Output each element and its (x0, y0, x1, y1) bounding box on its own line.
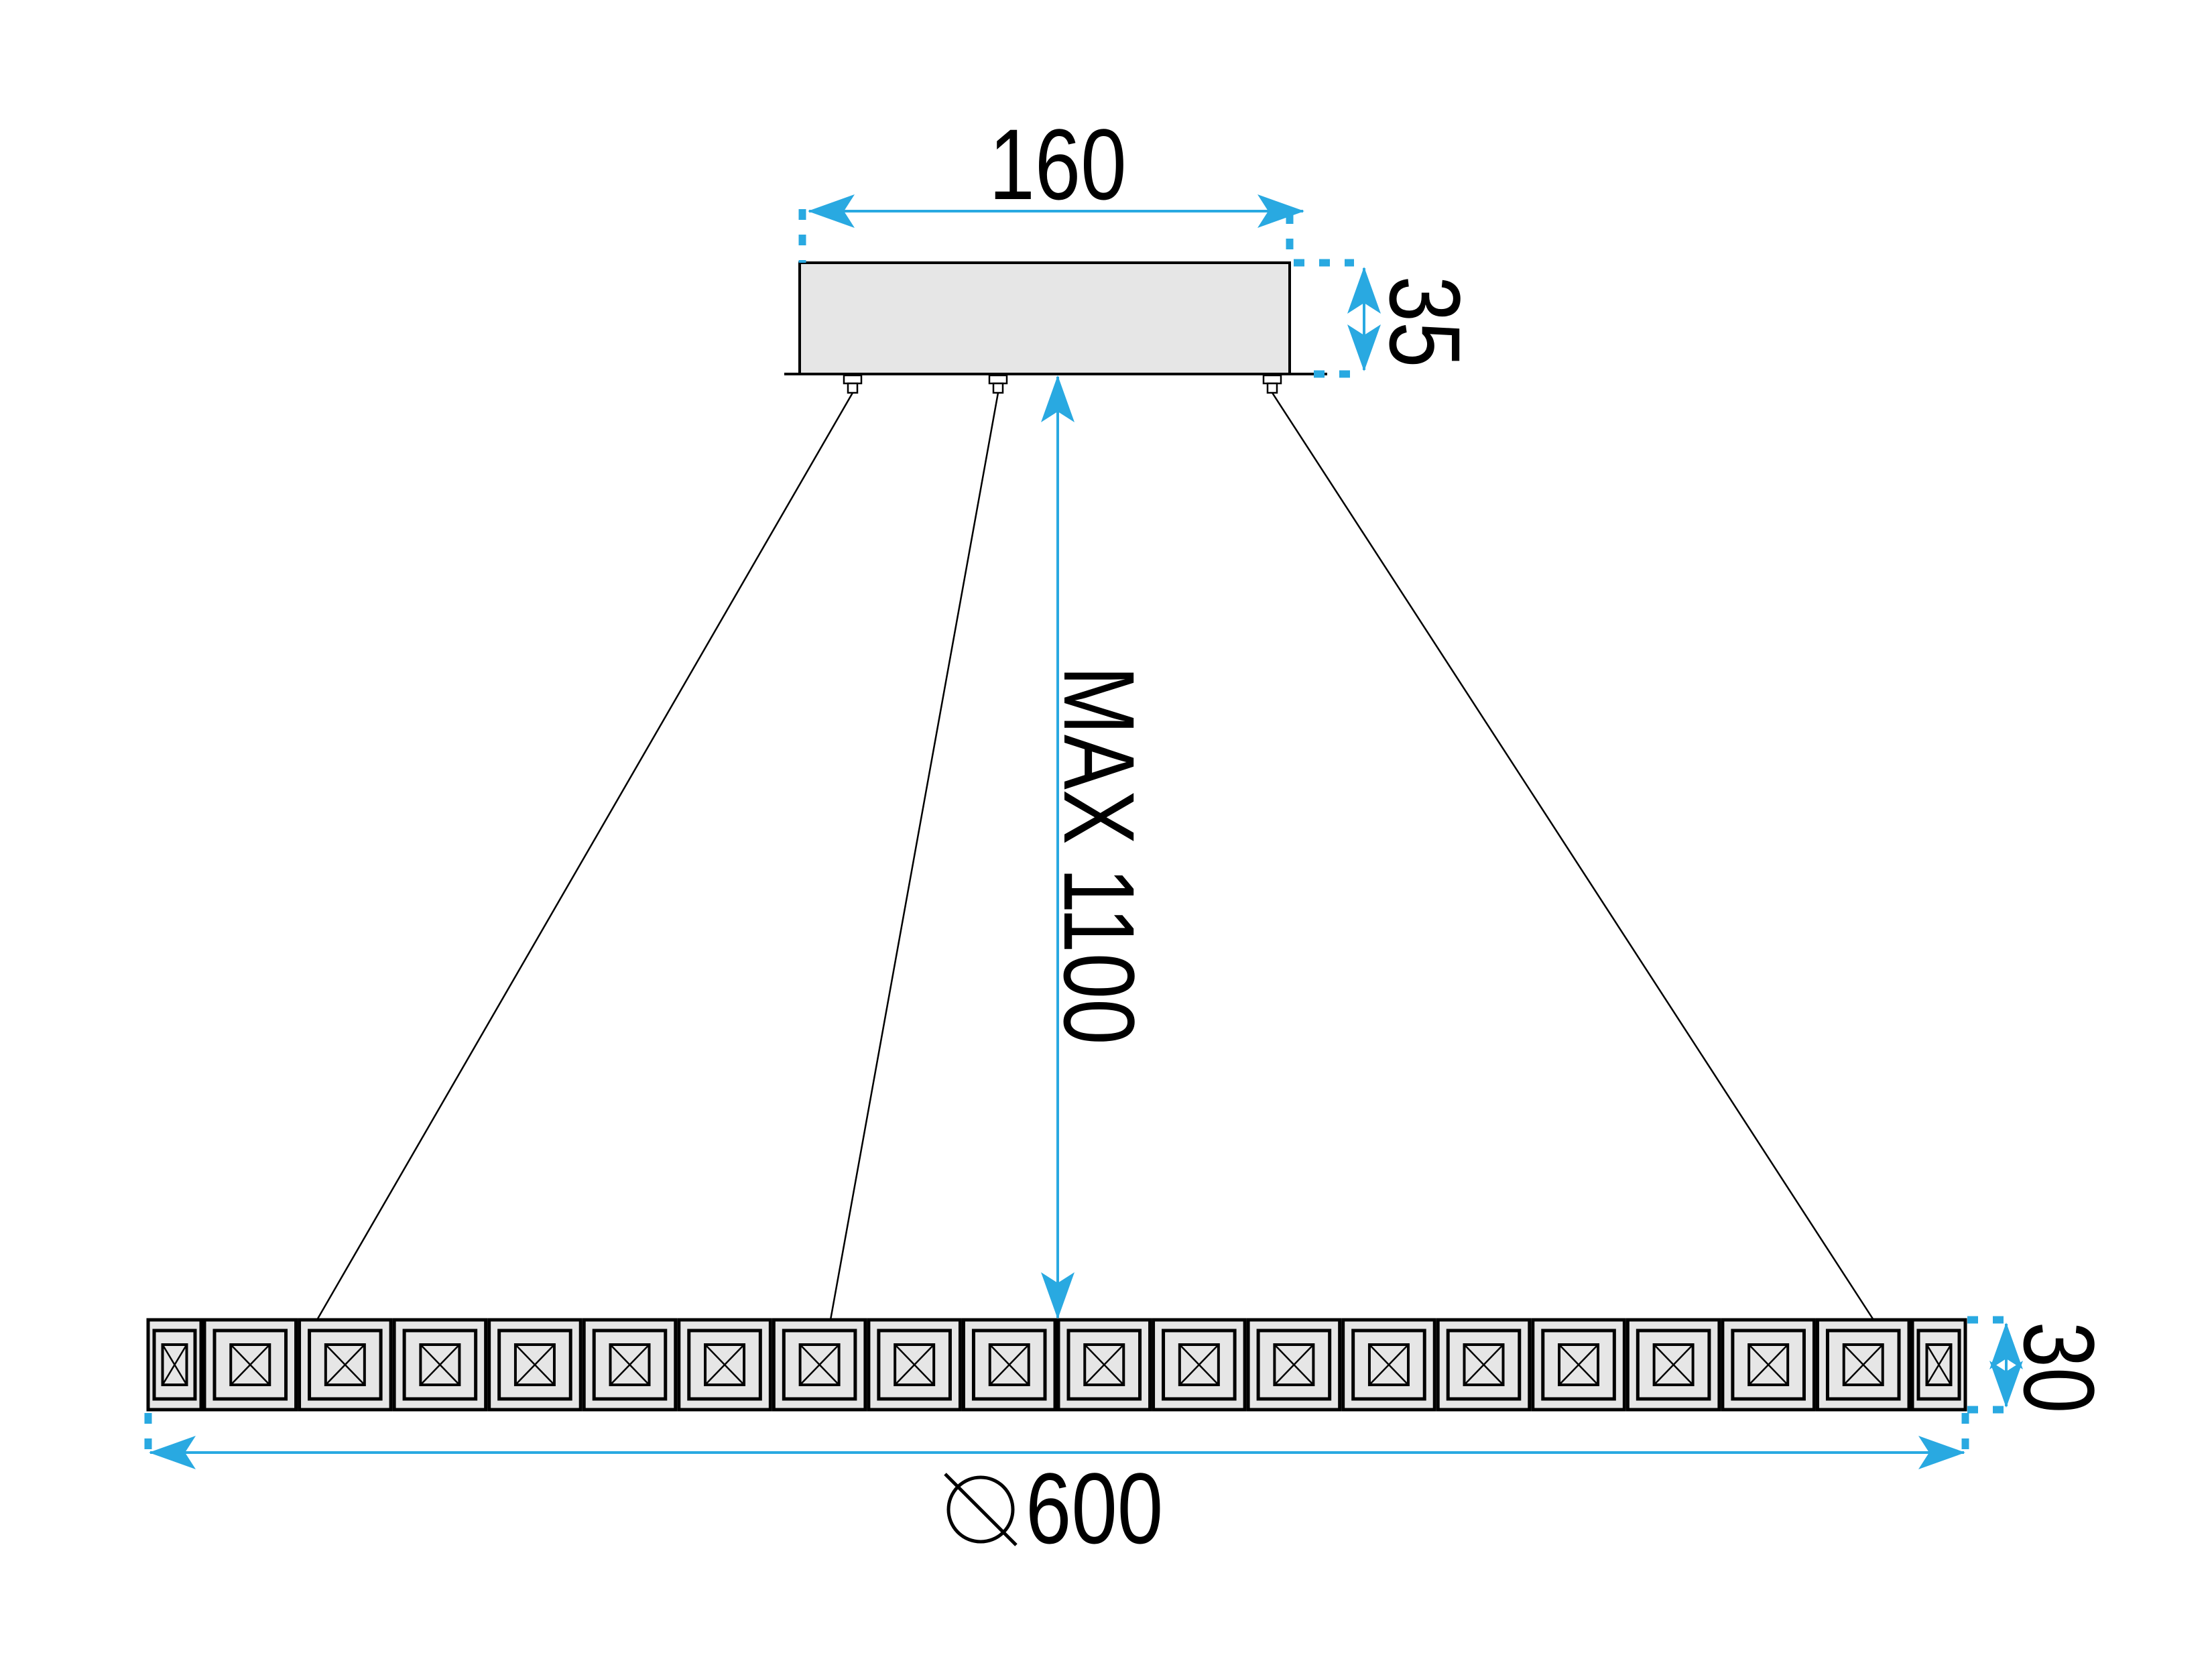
wire-left (316, 392, 854, 1320)
crystal-bead (1531, 1318, 1626, 1412)
canopy-height-label: 35 (1368, 276, 1480, 368)
crystal-bead (1152, 1318, 1247, 1412)
suspension-height-label: MAX 1100 (1042, 666, 1154, 1044)
wire-middle (829, 392, 999, 1320)
crystal-bead (146, 1318, 203, 1412)
wire-right (1271, 392, 1875, 1320)
canopy (784, 261, 1327, 394)
crystal-bead (487, 1318, 582, 1412)
canopy-body (798, 261, 1291, 375)
crystal-bead (772, 1318, 867, 1412)
cable-clamp (843, 374, 863, 394)
crystal-bead (1625, 1318, 1721, 1412)
crystal-bead (1815, 1318, 1911, 1412)
crystal-bead (1056, 1318, 1152, 1412)
ring-diameter-label: 600 (1026, 1453, 1163, 1564)
dimension-lines (144, 194, 2023, 1469)
crystal-ring (146, 1318, 1967, 1412)
crystal-bead (582, 1318, 678, 1412)
crystal-bead (1721, 1318, 1816, 1412)
crystal-bead (298, 1318, 393, 1412)
suspension-wires (316, 392, 1875, 1320)
cable-clamp (1262, 374, 1282, 394)
crystal-bead (677, 1318, 772, 1412)
crystal-bead (961, 1318, 1057, 1412)
diameter-symbol-icon (944, 1473, 1018, 1546)
crystal-bead (1246, 1318, 1342, 1412)
ring-height-label: 30 (2002, 1322, 2114, 1414)
crystal-bead (392, 1318, 488, 1412)
crystal-bead (1436, 1318, 1532, 1412)
crystal-bead (202, 1318, 298, 1412)
cable-clamp (988, 374, 1008, 394)
crystal-bead (867, 1318, 962, 1412)
crystal-bead (1341, 1318, 1436, 1412)
crystal-bead (1910, 1318, 1967, 1412)
canopy-width-label: 160 (989, 109, 1126, 221)
